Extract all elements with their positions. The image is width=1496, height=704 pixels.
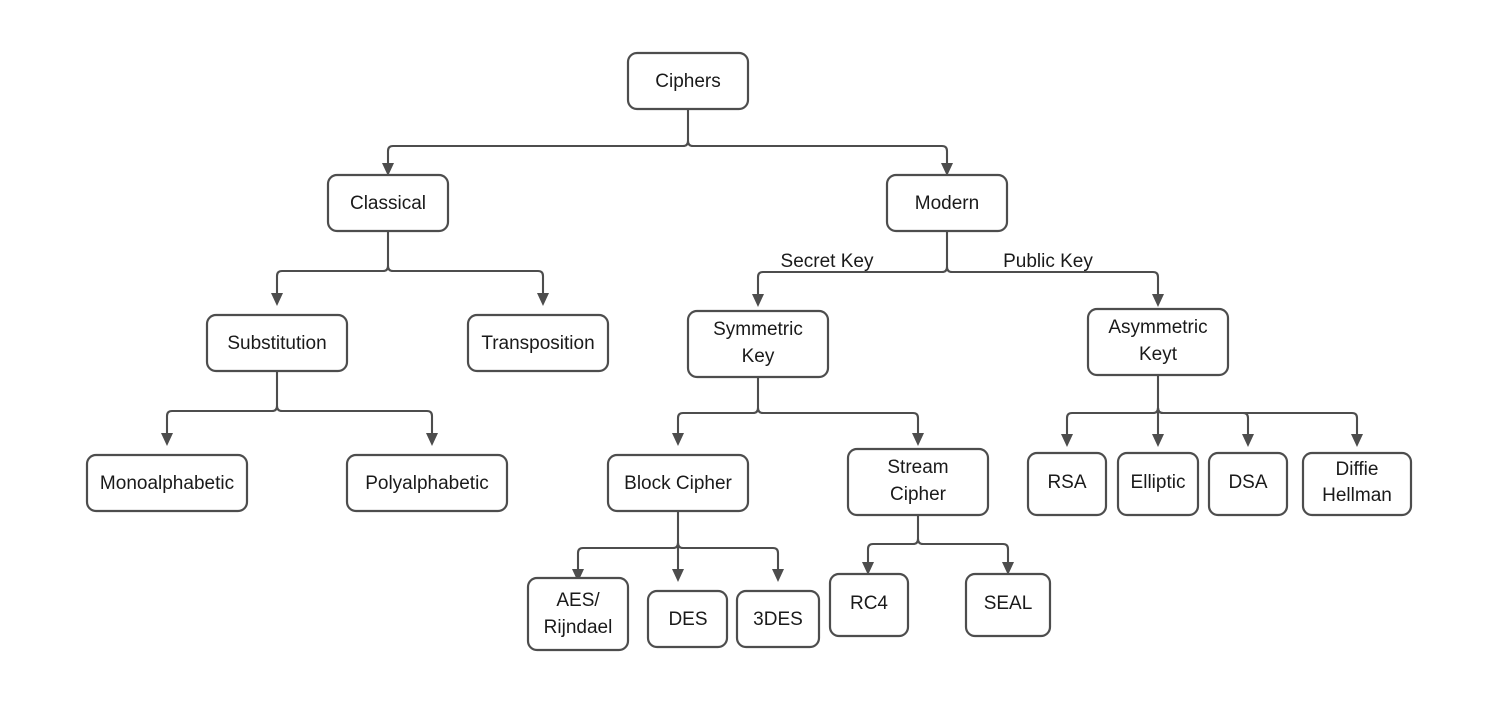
node-elliptic[interactable]: Elliptic xyxy=(1116,451,1200,517)
arrowhead-elliptic xyxy=(1152,434,1164,447)
node-dsa-label: DSA xyxy=(1228,472,1267,493)
node-modern-label: Modern xyxy=(915,193,979,214)
node-rsa-box[interactable] xyxy=(1026,451,1108,517)
node-aes-rijndael-label-line2: Rijndael xyxy=(544,617,613,638)
arrowhead-block-cipher xyxy=(672,433,684,446)
node-transposition[interactable]: Transposition xyxy=(466,313,610,373)
node-block-cipher-label: Block Cipher xyxy=(624,473,732,494)
node-3des[interactable]: 3DES xyxy=(735,589,821,649)
edge-label-layer: Secret Key Public Key xyxy=(781,251,1094,272)
node-classical-box[interactable] xyxy=(326,173,450,233)
node-des-label: DES xyxy=(668,609,707,630)
node-substitution[interactable]: Substitution xyxy=(205,313,349,373)
node-polyalphabetic[interactable]: Polyalphabetic xyxy=(345,453,509,513)
edge-substitution-to-children xyxy=(161,369,438,446)
node-substitution-label: Substitution xyxy=(227,333,326,354)
node-symmetric-key-box[interactable] xyxy=(686,309,830,379)
edge-stream-to-children xyxy=(862,513,1014,575)
arrowhead-stream-cipher xyxy=(912,433,924,446)
arrowhead-rsa xyxy=(1061,434,1073,447)
node-diffie-hellman[interactable]: Diffie Hellman xyxy=(1301,451,1413,517)
node-stream-cipher[interactable]: Stream Cipher xyxy=(846,447,990,517)
node-ciphers-label: Ciphers xyxy=(655,71,720,92)
node-diffie-hellman-label-line1: Diffie xyxy=(1336,459,1379,480)
node-aes-rijndael-box[interactable] xyxy=(526,576,630,652)
arrowhead-polyalphabetic xyxy=(426,433,438,446)
node-dsa[interactable]: DSA xyxy=(1207,451,1289,517)
node-classical[interactable]: Classical xyxy=(326,173,450,233)
node-polyalphabetic-label: Polyalphabetic xyxy=(365,473,489,494)
node-layer: Ciphers Classical Modern Substitution Tr… xyxy=(85,51,1413,652)
edge-symmetric-to-children xyxy=(672,375,924,446)
node-3des-box[interactable] xyxy=(735,589,821,649)
node-symmetric-key-label-line1: Symmetric xyxy=(713,319,803,340)
node-rc4-label: RC4 xyxy=(850,593,888,614)
node-aes-rijndael-label-line1: AES/ xyxy=(556,590,600,611)
edge-asymmetric-to-children xyxy=(1061,373,1363,447)
arrowhead-diffie-hellman xyxy=(1351,434,1363,447)
arrowhead-transposition xyxy=(537,293,549,306)
arrowhead-asymmetric-key xyxy=(1152,294,1164,307)
node-block-cipher[interactable]: Block Cipher xyxy=(606,453,750,513)
node-rsa[interactable]: RSA xyxy=(1026,451,1108,517)
edge-classical-to-children xyxy=(271,229,549,306)
arrowhead-monoalphabetic xyxy=(161,433,173,446)
arrowhead-des xyxy=(672,569,684,582)
node-rc4-box[interactable] xyxy=(828,572,910,638)
node-asymmetric-key[interactable]: Asymmetric Keyt xyxy=(1086,307,1230,377)
node-rsa-label: RSA xyxy=(1047,472,1086,493)
arrowhead-aes-rijndael xyxy=(572,569,584,582)
arrowhead-substitution xyxy=(271,293,283,306)
node-3des-label: 3DES xyxy=(753,609,803,630)
node-monoalphabetic-box[interactable] xyxy=(85,453,249,513)
node-substitution-box[interactable] xyxy=(205,313,349,373)
node-stream-cipher-label-line2: Cipher xyxy=(890,484,947,505)
node-block-cipher-box[interactable] xyxy=(606,453,750,513)
node-modern-box[interactable] xyxy=(885,173,1009,233)
node-dsa-box[interactable] xyxy=(1207,451,1289,517)
node-rc4[interactable]: RC4 xyxy=(828,572,910,638)
node-symmetric-key[interactable]: Symmetric Key xyxy=(686,309,830,379)
arrowhead-symmetric-key xyxy=(752,294,764,307)
node-seal-box[interactable] xyxy=(964,572,1052,638)
node-ciphers[interactable]: Ciphers xyxy=(626,51,750,111)
arrowhead-classical xyxy=(382,163,394,176)
edge-label-public-key: Public Key xyxy=(1003,251,1093,272)
node-stream-cipher-box[interactable] xyxy=(846,447,990,517)
node-polyalphabetic-box[interactable] xyxy=(345,453,509,513)
node-monoalphabetic[interactable]: Monoalphabetic xyxy=(85,453,249,513)
node-transposition-box[interactable] xyxy=(466,313,610,373)
node-diffie-hellman-label-line2: Hellman xyxy=(1322,485,1392,506)
arrowhead-modern xyxy=(941,163,953,176)
edge-block-to-children xyxy=(572,509,784,582)
node-classical-label: Classical xyxy=(350,193,426,214)
node-aes-rijndael[interactable]: AES/ Rijndael xyxy=(526,576,630,652)
arrowhead-rc4 xyxy=(862,562,874,575)
node-asymmetric-key-label-line2: Keyt xyxy=(1139,344,1178,365)
node-ciphers-box[interactable] xyxy=(626,51,750,111)
node-seal-label: SEAL xyxy=(984,593,1033,614)
arrowhead-3des xyxy=(772,569,784,582)
arrowhead-dsa xyxy=(1242,434,1254,447)
arrowhead-seal xyxy=(1002,562,1014,575)
edge-layer xyxy=(161,107,1363,582)
node-stream-cipher-label-line1: Stream xyxy=(887,457,948,478)
node-elliptic-box[interactable] xyxy=(1116,451,1200,517)
node-seal[interactable]: SEAL xyxy=(964,572,1052,638)
edge-ciphers-to-children xyxy=(382,107,953,176)
node-transposition-label: Transposition xyxy=(481,333,594,354)
edge-modern-to-children xyxy=(752,229,1164,307)
node-modern[interactable]: Modern xyxy=(885,173,1009,233)
node-asymmetric-key-box[interactable] xyxy=(1086,307,1230,377)
edge-label-secret-key: Secret Key xyxy=(781,251,874,272)
node-diffie-hellman-box[interactable] xyxy=(1301,451,1413,517)
node-elliptic-label: Elliptic xyxy=(1131,472,1186,493)
node-symmetric-key-label-line2: Key xyxy=(742,346,775,367)
node-des-box[interactable] xyxy=(646,589,729,649)
node-asymmetric-key-label-line1: Asymmetric xyxy=(1108,317,1207,338)
node-des[interactable]: DES xyxy=(646,589,729,649)
node-monoalphabetic-label: Monoalphabetic xyxy=(100,473,234,494)
